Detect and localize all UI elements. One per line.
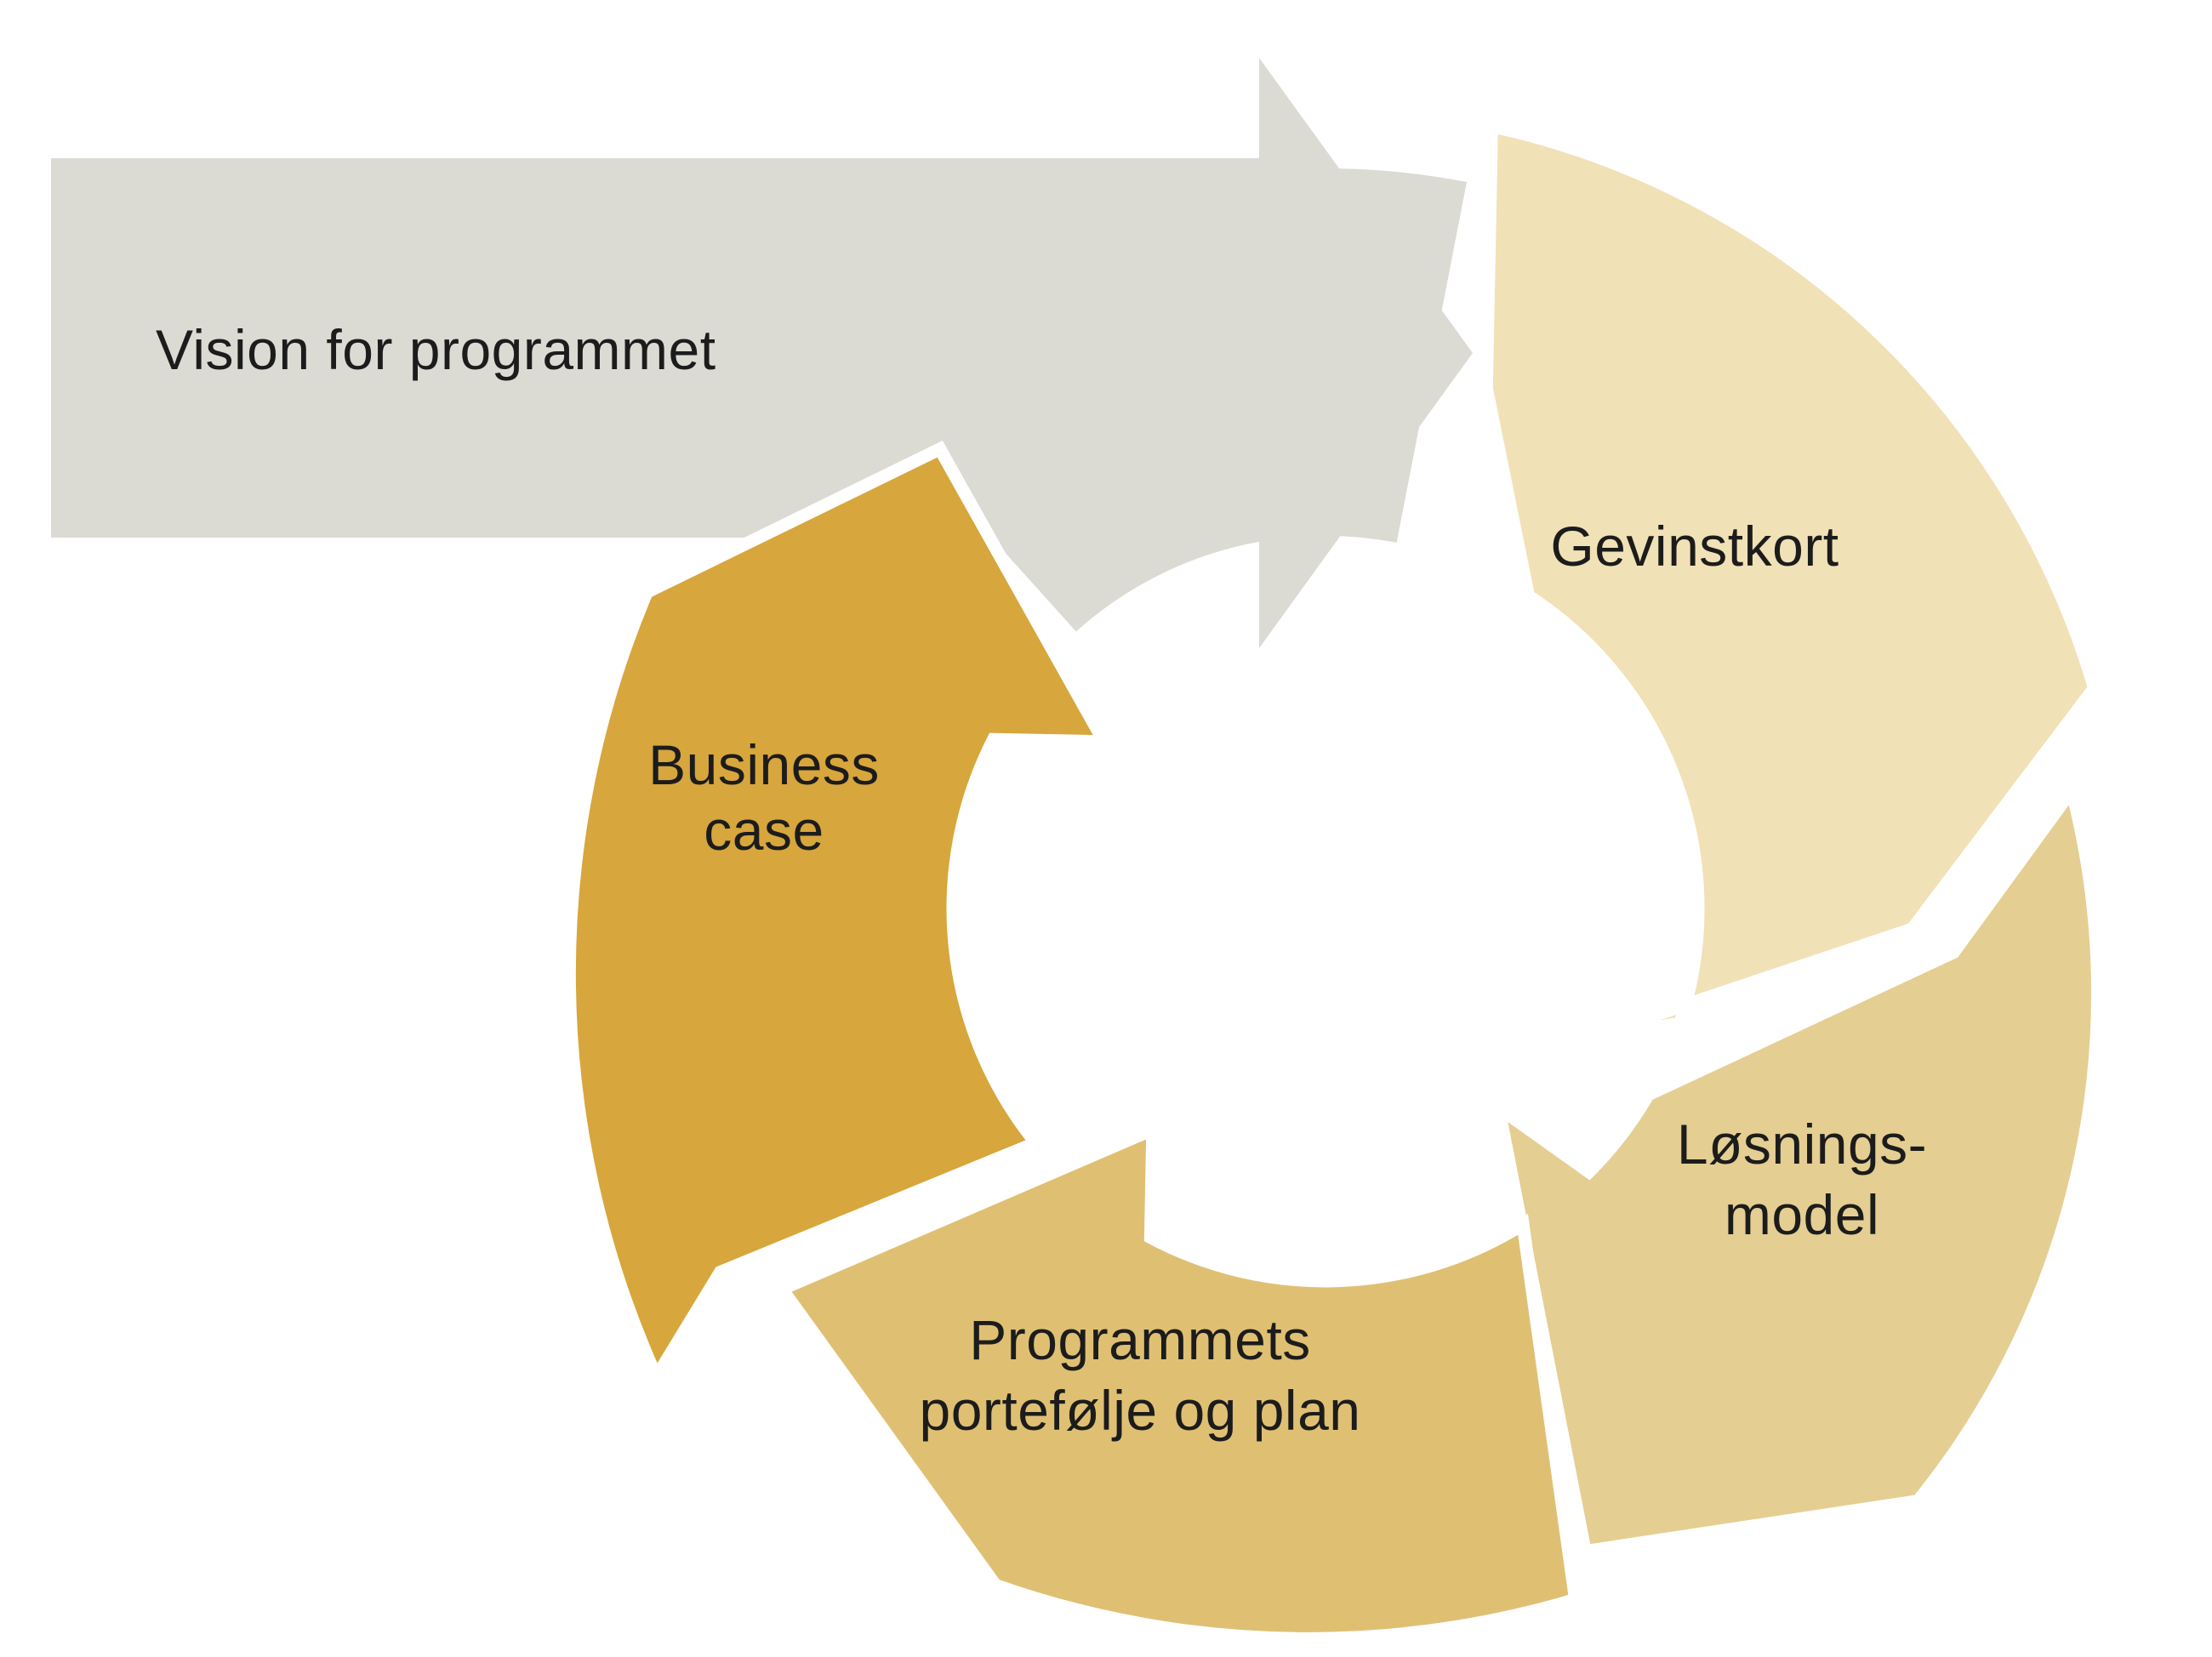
label-arc-1-1: model [1725, 1183, 1879, 1246]
label-arc-2-0: Programmets [969, 1308, 1311, 1371]
arrow-programmets-portefoelje [772, 1119, 1736, 1645]
inner-circle [953, 536, 1698, 1281]
arrow-business-case [562, 441, 1115, 1391]
label-arc-3-1: case [704, 799, 824, 862]
label-arc-3-0: Business [648, 733, 880, 796]
label-vision: Vision for programmet [156, 318, 716, 381]
labels-layer: Vision for programmet Gevinstkort Løsnin… [156, 318, 1927, 1442]
label-arc-2-1: portefølje og plan [920, 1379, 1361, 1442]
vision-arrow [51, 58, 1473, 648]
arrow-loesningsmodel [1489, 775, 2104, 1559]
label-arc-1-0: Løsnings- [1677, 1113, 1927, 1176]
arrow-gevinstkort [1479, 118, 2101, 1055]
label-arc-0-0: Gevinstkort [1550, 515, 1839, 578]
shapes-layer [51, 58, 2104, 1645]
